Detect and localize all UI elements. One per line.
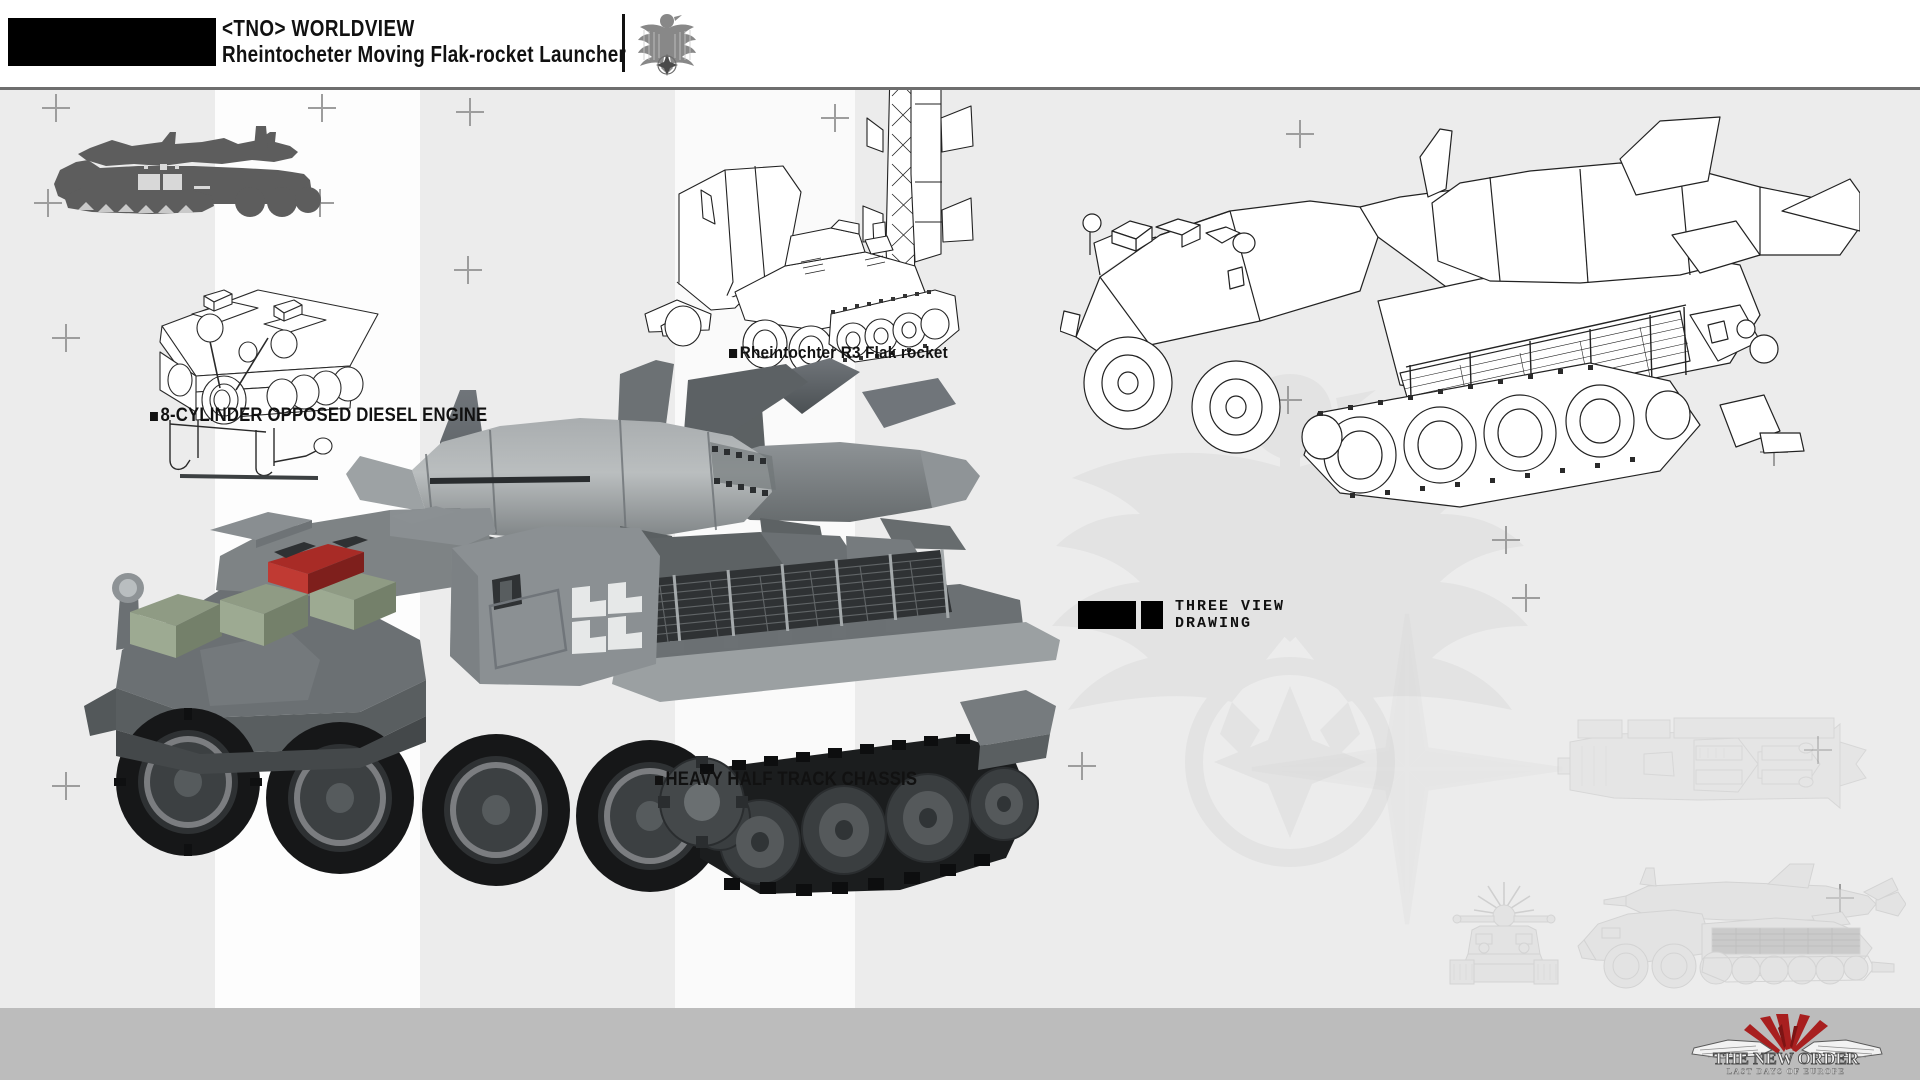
label-chassis: HEAVY HALF TRACK CHASSIS	[655, 769, 917, 791]
header-rule	[0, 87, 1920, 90]
registration-plus-mark	[1512, 584, 1540, 612]
label-bullet-square	[150, 411, 158, 421]
label-bullet-square	[655, 775, 663, 785]
header-title-line2: Rheintocheter Moving Flak-rocket Launche…	[222, 41, 627, 67]
main-vehicle-render	[84, 358, 1060, 896]
label-chassis-text: HEAVY HALF TRACK CHASSIS	[665, 769, 918, 790]
vehicle-silhouette-thumbnail	[54, 126, 321, 217]
page-header: <TNO> WORLDVIEW Rheintocheter Moving Fla…	[0, 0, 1920, 90]
logo-subtitle: LAST DAYS OF EUROPE	[1727, 1067, 1846, 1076]
header-black-bar	[8, 18, 216, 66]
logo-title: THE NEW ORDER	[1713, 1049, 1860, 1068]
header-divider	[622, 14, 625, 72]
label-rocket: Rheintochter R3 Flak rocket	[729, 343, 948, 363]
label-bullet-square	[729, 348, 738, 358]
label-engine: 8-CYLINDER OPPOSED DIESEL ENGINE	[150, 405, 487, 427]
three-view-text: THREE VIEW DRAWING	[1175, 598, 1285, 632]
three-view-bar-long	[1078, 601, 1136, 629]
three-view-line1: THREE VIEW	[1175, 598, 1286, 615]
three-view-bar-short	[1141, 601, 1163, 629]
page-footer	[0, 1008, 1920, 1080]
label-rocket-text: Rheintochter R3 Flak rocket	[739, 343, 948, 362]
three-view-top-plan	[1557, 717, 1867, 810]
registration-plus-mark	[456, 98, 484, 126]
header-title-block: <TNO> WORLDVIEW Rheintocheter Moving Fla…	[222, 16, 715, 68]
loaded-launcher-line-drawing	[1060, 116, 1860, 508]
registration-plus-mark	[454, 256, 482, 284]
registration-plus-mark	[52, 324, 80, 352]
three-view-side	[1577, 863, 1906, 989]
three-view-line2: DRAWING	[1175, 615, 1253, 632]
reichsadler-eagle-emblem	[638, 14, 696, 76]
diesel-engine-line-drawing	[159, 289, 379, 477]
erected-launcher-line-drawing	[644, 14, 974, 375]
registration-plus-mark	[1492, 526, 1520, 554]
three-view-caption: THREE VIEW DRAWING	[1078, 598, 1285, 632]
the-new-order-logo: THE NEW ORDER LAST DAYS OF EUROPE	[1691, 1014, 1883, 1076]
label-engine-text: 8-CYLINDER OPPOSED DIESEL ENGINE	[160, 405, 488, 426]
compass-star-watermark	[1251, 613, 1563, 925]
three-view-front	[1449, 882, 1559, 985]
header-title-line1: <TNO> WORLDVIEW	[222, 15, 415, 41]
